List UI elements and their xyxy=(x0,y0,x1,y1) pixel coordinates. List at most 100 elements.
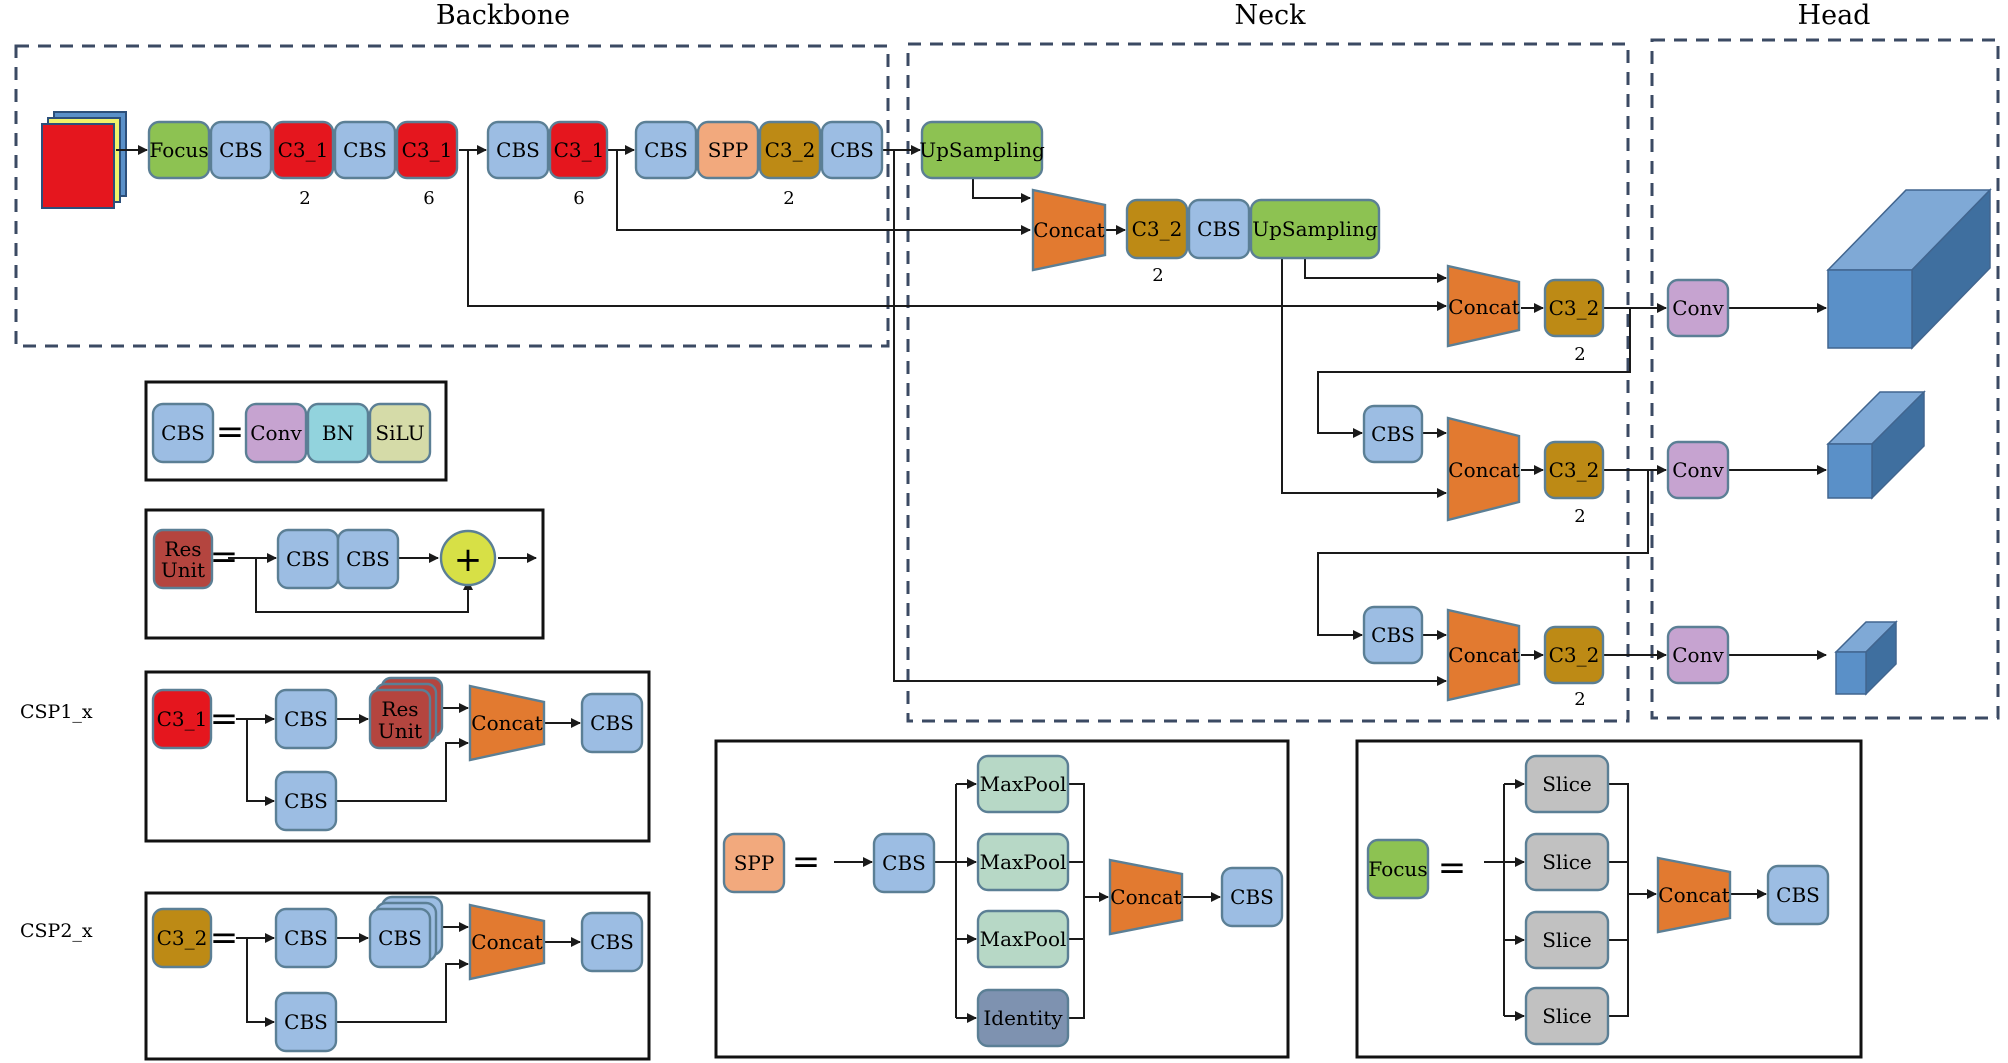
block-concat: Concat xyxy=(468,903,546,981)
svg-text:C3_1: C3_1 xyxy=(554,138,605,162)
block-cbs: CBS xyxy=(276,528,340,590)
block-c3-1: C3_1 xyxy=(151,688,213,750)
svg-text:MaxPool: MaxPool xyxy=(980,772,1067,796)
svg-text:CBS: CBS xyxy=(1371,623,1415,647)
svg-text:Concat: Concat xyxy=(1448,458,1519,482)
svg-text:CBS: CBS xyxy=(343,138,387,162)
legend-focus-frame xyxy=(1355,739,1863,1059)
svg-text:UpSampling: UpSampling xyxy=(919,138,1045,162)
block-spp: SPP xyxy=(696,120,760,180)
svg-text:CBS: CBS xyxy=(1371,422,1415,446)
block-concat: Concat xyxy=(1656,856,1732,934)
label-csp2: CSP2_x xyxy=(20,920,93,942)
block-conv: Conv xyxy=(1666,278,1730,338)
block-concat: Concat xyxy=(1446,264,1521,348)
output-cube-medium-icon xyxy=(1826,390,1926,500)
block-c3-2: C3_2 xyxy=(1125,198,1189,260)
neck-frame xyxy=(906,42,1630,723)
block-bn: BN xyxy=(306,402,370,464)
block-cbs: CBS xyxy=(274,770,338,832)
svg-text:Slice: Slice xyxy=(1542,850,1592,874)
svg-text:CBS: CBS xyxy=(590,930,634,954)
svg-text:C3_1: C3_1 xyxy=(157,707,208,731)
svg-text:C3_2: C3_2 xyxy=(1132,217,1183,241)
block-cbs: CBS xyxy=(486,120,550,180)
block-c3-2: C3_2 xyxy=(1543,278,1605,338)
output-cube-small-icon xyxy=(1834,620,1898,696)
block-cbs: CBS xyxy=(1220,866,1284,928)
repeat-count: 6 xyxy=(423,188,434,209)
svg-text:Concat: Concat xyxy=(471,930,542,954)
svg-text:BN: BN xyxy=(322,421,354,445)
block-slice: Slice xyxy=(1524,832,1610,892)
svg-text:Focus: Focus xyxy=(149,138,208,162)
svg-text:CBS: CBS xyxy=(1230,885,1274,909)
svg-text:CBS: CBS xyxy=(1197,217,1241,241)
svg-text:Unit: Unit xyxy=(378,719,422,743)
output-cube-large-icon xyxy=(1826,188,1992,350)
svg-text:Slice: Slice xyxy=(1542,1004,1592,1028)
block-cbs: CBS xyxy=(1362,404,1424,464)
block-conv: Conv xyxy=(244,402,308,464)
svg-text:Concat: Concat xyxy=(1658,883,1729,907)
block-cbs: CBS xyxy=(274,991,338,1053)
block-cbs: CBS xyxy=(209,120,273,180)
block-maxpool: MaxPool xyxy=(976,909,1070,969)
block-res-unit: Res Unit xyxy=(152,528,214,590)
block-c3-1: C3_1 xyxy=(271,120,335,180)
equals-sign: = xyxy=(210,918,239,958)
svg-text:Conv: Conv xyxy=(1672,458,1724,482)
svg-text:SPP: SPP xyxy=(708,138,749,162)
svg-text:SiLU: SiLU xyxy=(375,421,424,445)
svg-text:+: + xyxy=(454,540,483,580)
repeat-count: 2 xyxy=(1574,689,1585,710)
block-cbs-stack: CBS xyxy=(368,895,444,969)
svg-text:CBS: CBS xyxy=(284,789,328,813)
block-maxpool: MaxPool xyxy=(976,832,1070,892)
svg-text:Concat: Concat xyxy=(1448,295,1519,319)
label-csp1: CSP1_x xyxy=(20,701,93,723)
block-slice: Slice xyxy=(1524,986,1610,1046)
svg-text:UpSampling: UpSampling xyxy=(1252,217,1378,241)
svg-text:CBS: CBS xyxy=(284,926,328,950)
block-concat: Concat xyxy=(1031,188,1107,272)
block-cbs: CBS xyxy=(274,907,338,969)
block-focus: Focus xyxy=(147,120,211,180)
svg-text:C3_2: C3_2 xyxy=(765,138,816,162)
svg-text:CBS: CBS xyxy=(882,851,926,875)
repeat-count: 2 xyxy=(299,188,310,209)
block-concat: Concat xyxy=(1446,608,1521,702)
input-image-icon xyxy=(41,111,127,209)
svg-text:CBS: CBS xyxy=(346,547,390,571)
block-cbs: CBS xyxy=(1187,198,1251,260)
block-c3-1: C3_1 xyxy=(548,120,609,180)
block-cbs: CBS xyxy=(634,120,698,180)
equals-sign: = xyxy=(792,842,821,882)
svg-text:Focus: Focus xyxy=(1368,857,1427,881)
block-cbs: CBS xyxy=(274,688,338,750)
svg-text:Concat: Concat xyxy=(1033,218,1104,242)
connections xyxy=(116,145,1827,1027)
svg-text:C3_2: C3_2 xyxy=(1549,296,1600,320)
backbone-frame xyxy=(14,44,890,348)
block-cbs: CBS xyxy=(872,832,936,894)
block-c3-2: C3_2 xyxy=(1543,440,1605,500)
svg-text:CBS: CBS xyxy=(496,138,540,162)
svg-text:Concat: Concat xyxy=(471,711,542,735)
svg-text:CBS: CBS xyxy=(644,138,688,162)
svg-text:CBS: CBS xyxy=(284,707,328,731)
svg-text:CBS: CBS xyxy=(378,926,422,950)
svg-text:SPP: SPP xyxy=(734,851,775,875)
svg-text:CBS: CBS xyxy=(286,547,330,571)
block-cbs: CBS xyxy=(333,120,397,180)
svg-text:C3_2: C3_2 xyxy=(157,926,208,950)
block-c3-2: C3_2 xyxy=(1543,625,1605,685)
svg-text:C3_2: C3_2 xyxy=(1549,458,1600,482)
block-concat: Concat xyxy=(468,684,546,762)
repeat-count: 2 xyxy=(783,188,794,209)
block-maxpool: MaxPool xyxy=(976,754,1070,814)
svg-text:Res: Res xyxy=(164,537,201,561)
block-cbs: CBS xyxy=(1766,864,1830,926)
svg-text:Identity: Identity xyxy=(983,1006,1063,1030)
